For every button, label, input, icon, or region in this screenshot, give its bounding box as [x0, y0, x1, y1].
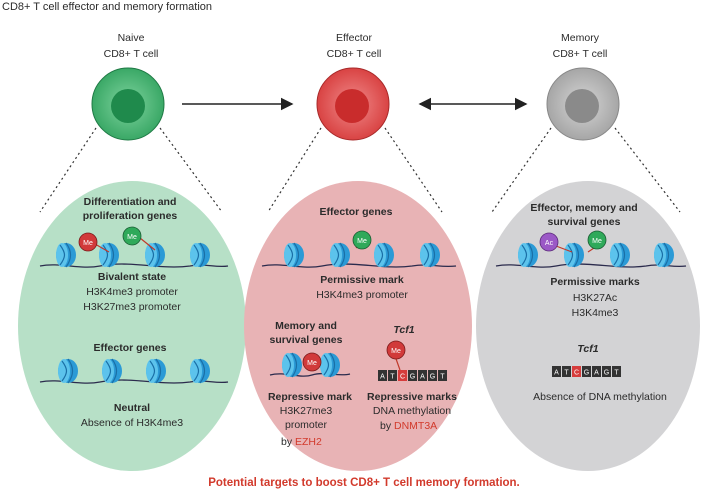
- naive-heading-1: Differentiation and: [83, 196, 177, 208]
- dna-base-letter: T: [614, 370, 619, 377]
- dna-base-box: [582, 366, 591, 377]
- naive-absence: Absence of H3K4me3: [80, 417, 184, 429]
- dna-base-box: [612, 366, 621, 377]
- effector-by-1: by EZH2: [281, 436, 322, 448]
- effector-permissive: Permissive mark: [320, 274, 404, 286]
- dna-base-box: [408, 370, 417, 381]
- dna-base-box: [428, 370, 437, 381]
- svg-text:Me: Me: [127, 234, 137, 241]
- svg-text:Me: Me: [83, 240, 93, 247]
- dna-base-box: [378, 370, 387, 381]
- naive-label-2: CD8+ T cell: [103, 48, 159, 60]
- memory-mark-1: H3K27Ac: [572, 292, 618, 304]
- dna-base-letter: T: [564, 370, 569, 377]
- svg-text:Me: Me: [592, 238, 602, 245]
- zoom-lines: [39, 127, 681, 213]
- memory-label-1: Memory: [561, 32, 599, 44]
- naive-mark-1: H3K4me3 promoter: [86, 286, 178, 298]
- dna-base-box: [552, 366, 561, 377]
- footer-caption: Potential targets to boost CD8+ T cell m…: [208, 477, 520, 489]
- effector-dna-methylation: DNA methylation: [372, 405, 452, 417]
- effector-chromatin-repressive: Me: [269, 352, 351, 378]
- figure-title: CD8+ T cell effector and memory formatio…: [2, 1, 213, 13]
- dna-base-letter: G: [604, 370, 609, 377]
- svg-text:Me: Me: [391, 348, 401, 355]
- methyl-mark-green: [352, 230, 372, 250]
- memory-tcf1: Tcf1: [577, 343, 599, 355]
- memory-label-2: CD8+ T cell: [552, 48, 608, 60]
- dna-base-letter: G: [584, 370, 589, 377]
- dna-base-letter: T: [440, 374, 445, 381]
- naive-mark-2: H3K27me3 promoter: [83, 301, 181, 313]
- effector-repressive-h3k27: H3K27me3: [279, 405, 333, 417]
- dna-base-box: [572, 366, 581, 377]
- memory-permissive: Permissive marks: [550, 276, 640, 288]
- effector-tcf1: Tcf1: [393, 324, 415, 336]
- svg-text:Ac: Ac: [545, 240, 554, 247]
- naive-chromatin-bivalent: Me Me: [39, 226, 229, 268]
- memory-heading-1: Effector, memory and: [530, 202, 638, 214]
- naive-cell: [91, 67, 165, 141]
- memory-cell: [546, 67, 620, 141]
- effector-memory-heading-2: survival genes: [269, 334, 343, 346]
- effector-label-1: Effector: [336, 32, 372, 44]
- naive-state: Bivalent state: [97, 271, 167, 283]
- naive-effector-genes: Effector genes: [93, 342, 167, 354]
- effector-repressive-promoter: promoter: [284, 419, 328, 431]
- effector-repressive-mark: Repressive mark: [267, 391, 353, 403]
- dna-base-letter: C: [574, 370, 579, 377]
- dna-base-box: [438, 370, 447, 381]
- dna-base-box: [602, 366, 611, 377]
- dna-base-letter: G: [410, 374, 415, 381]
- naive-heading-2: proliferation genes: [82, 210, 178, 222]
- effector-label-2: CD8+ T cell: [326, 48, 382, 60]
- dna-base-box: [398, 370, 407, 381]
- dna-base-letter: A: [594, 370, 599, 377]
- effector-repressive-marks: Repressive marks: [367, 391, 457, 403]
- svg-text:Me: Me: [307, 360, 317, 367]
- effector-permissive-mark: H3K4me3 promoter: [316, 289, 408, 301]
- dna-base-box: [388, 370, 397, 381]
- methyl-mark-red: [78, 232, 98, 252]
- memory-heading-2: survival genes: [547, 216, 621, 228]
- dna-base-letter: A: [554, 370, 559, 377]
- memory-mark-2: H3K4me3: [571, 307, 619, 319]
- dna-base-letter: A: [420, 374, 425, 381]
- naive-neutral: Neutral: [113, 402, 151, 414]
- dnmt3a-enzyme: DNMT3A: [394, 420, 438, 432]
- methyl-mark-green: [122, 226, 142, 246]
- dna-base-letter: C: [400, 374, 405, 381]
- dna-base-letter: A: [380, 374, 385, 381]
- dna-base-letter: T: [390, 374, 395, 381]
- effector-heading: Effector genes: [319, 206, 393, 218]
- effector-cell: [316, 67, 390, 141]
- dna-base-box: [592, 366, 601, 377]
- ezh2-enzyme: EZH2: [295, 436, 322, 448]
- dna-base-box: [562, 366, 571, 377]
- methyl-mark-red: [302, 352, 322, 372]
- memory-absence: Absence of DNA methylation: [533, 391, 667, 403]
- naive-label-1: Naive: [117, 32, 145, 44]
- methyl-mark-red: [386, 340, 406, 360]
- svg-text:Me: Me: [357, 238, 367, 245]
- memory-chromatin-permissive: Ac Me: [495, 230, 687, 268]
- dna-base-box: [418, 370, 427, 381]
- naive-chromatin-neutral: [39, 358, 229, 384]
- effector-by-2: by DNMT3A: [380, 420, 438, 432]
- dna-base-letter: G: [430, 374, 435, 381]
- methyl-mark-green: [587, 230, 607, 250]
- acetyl-mark: [539, 232, 559, 252]
- effector-memory-heading-1: Memory and: [275, 320, 337, 332]
- effector-chromatin-permissive: Me: [261, 230, 457, 268]
